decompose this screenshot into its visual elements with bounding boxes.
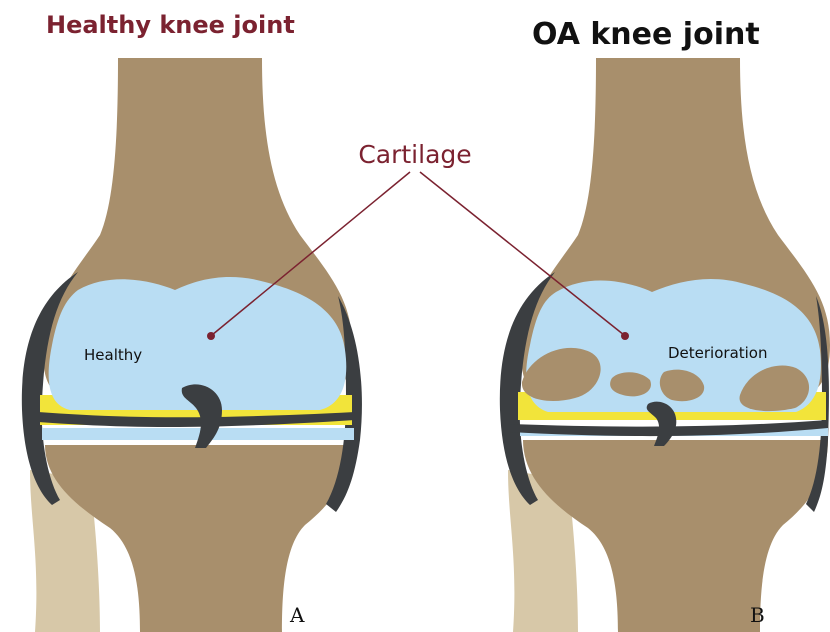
deterioration-label: Deterioration [668, 344, 768, 362]
oa-knee [500, 58, 830, 632]
callout-dot-left [207, 332, 215, 340]
left-tibial-cartilage [42, 428, 354, 440]
right-title: OA knee joint [532, 17, 760, 52]
left-title: Healthy knee joint [46, 11, 295, 39]
callout-label: Cartilage [358, 140, 471, 169]
panel-label-a: A [289, 603, 305, 627]
healthy-knee [22, 58, 362, 632]
healthy-label: Healthy [84, 346, 142, 364]
panel-label-b: B [750, 603, 765, 627]
callout-dot-right [621, 332, 629, 340]
